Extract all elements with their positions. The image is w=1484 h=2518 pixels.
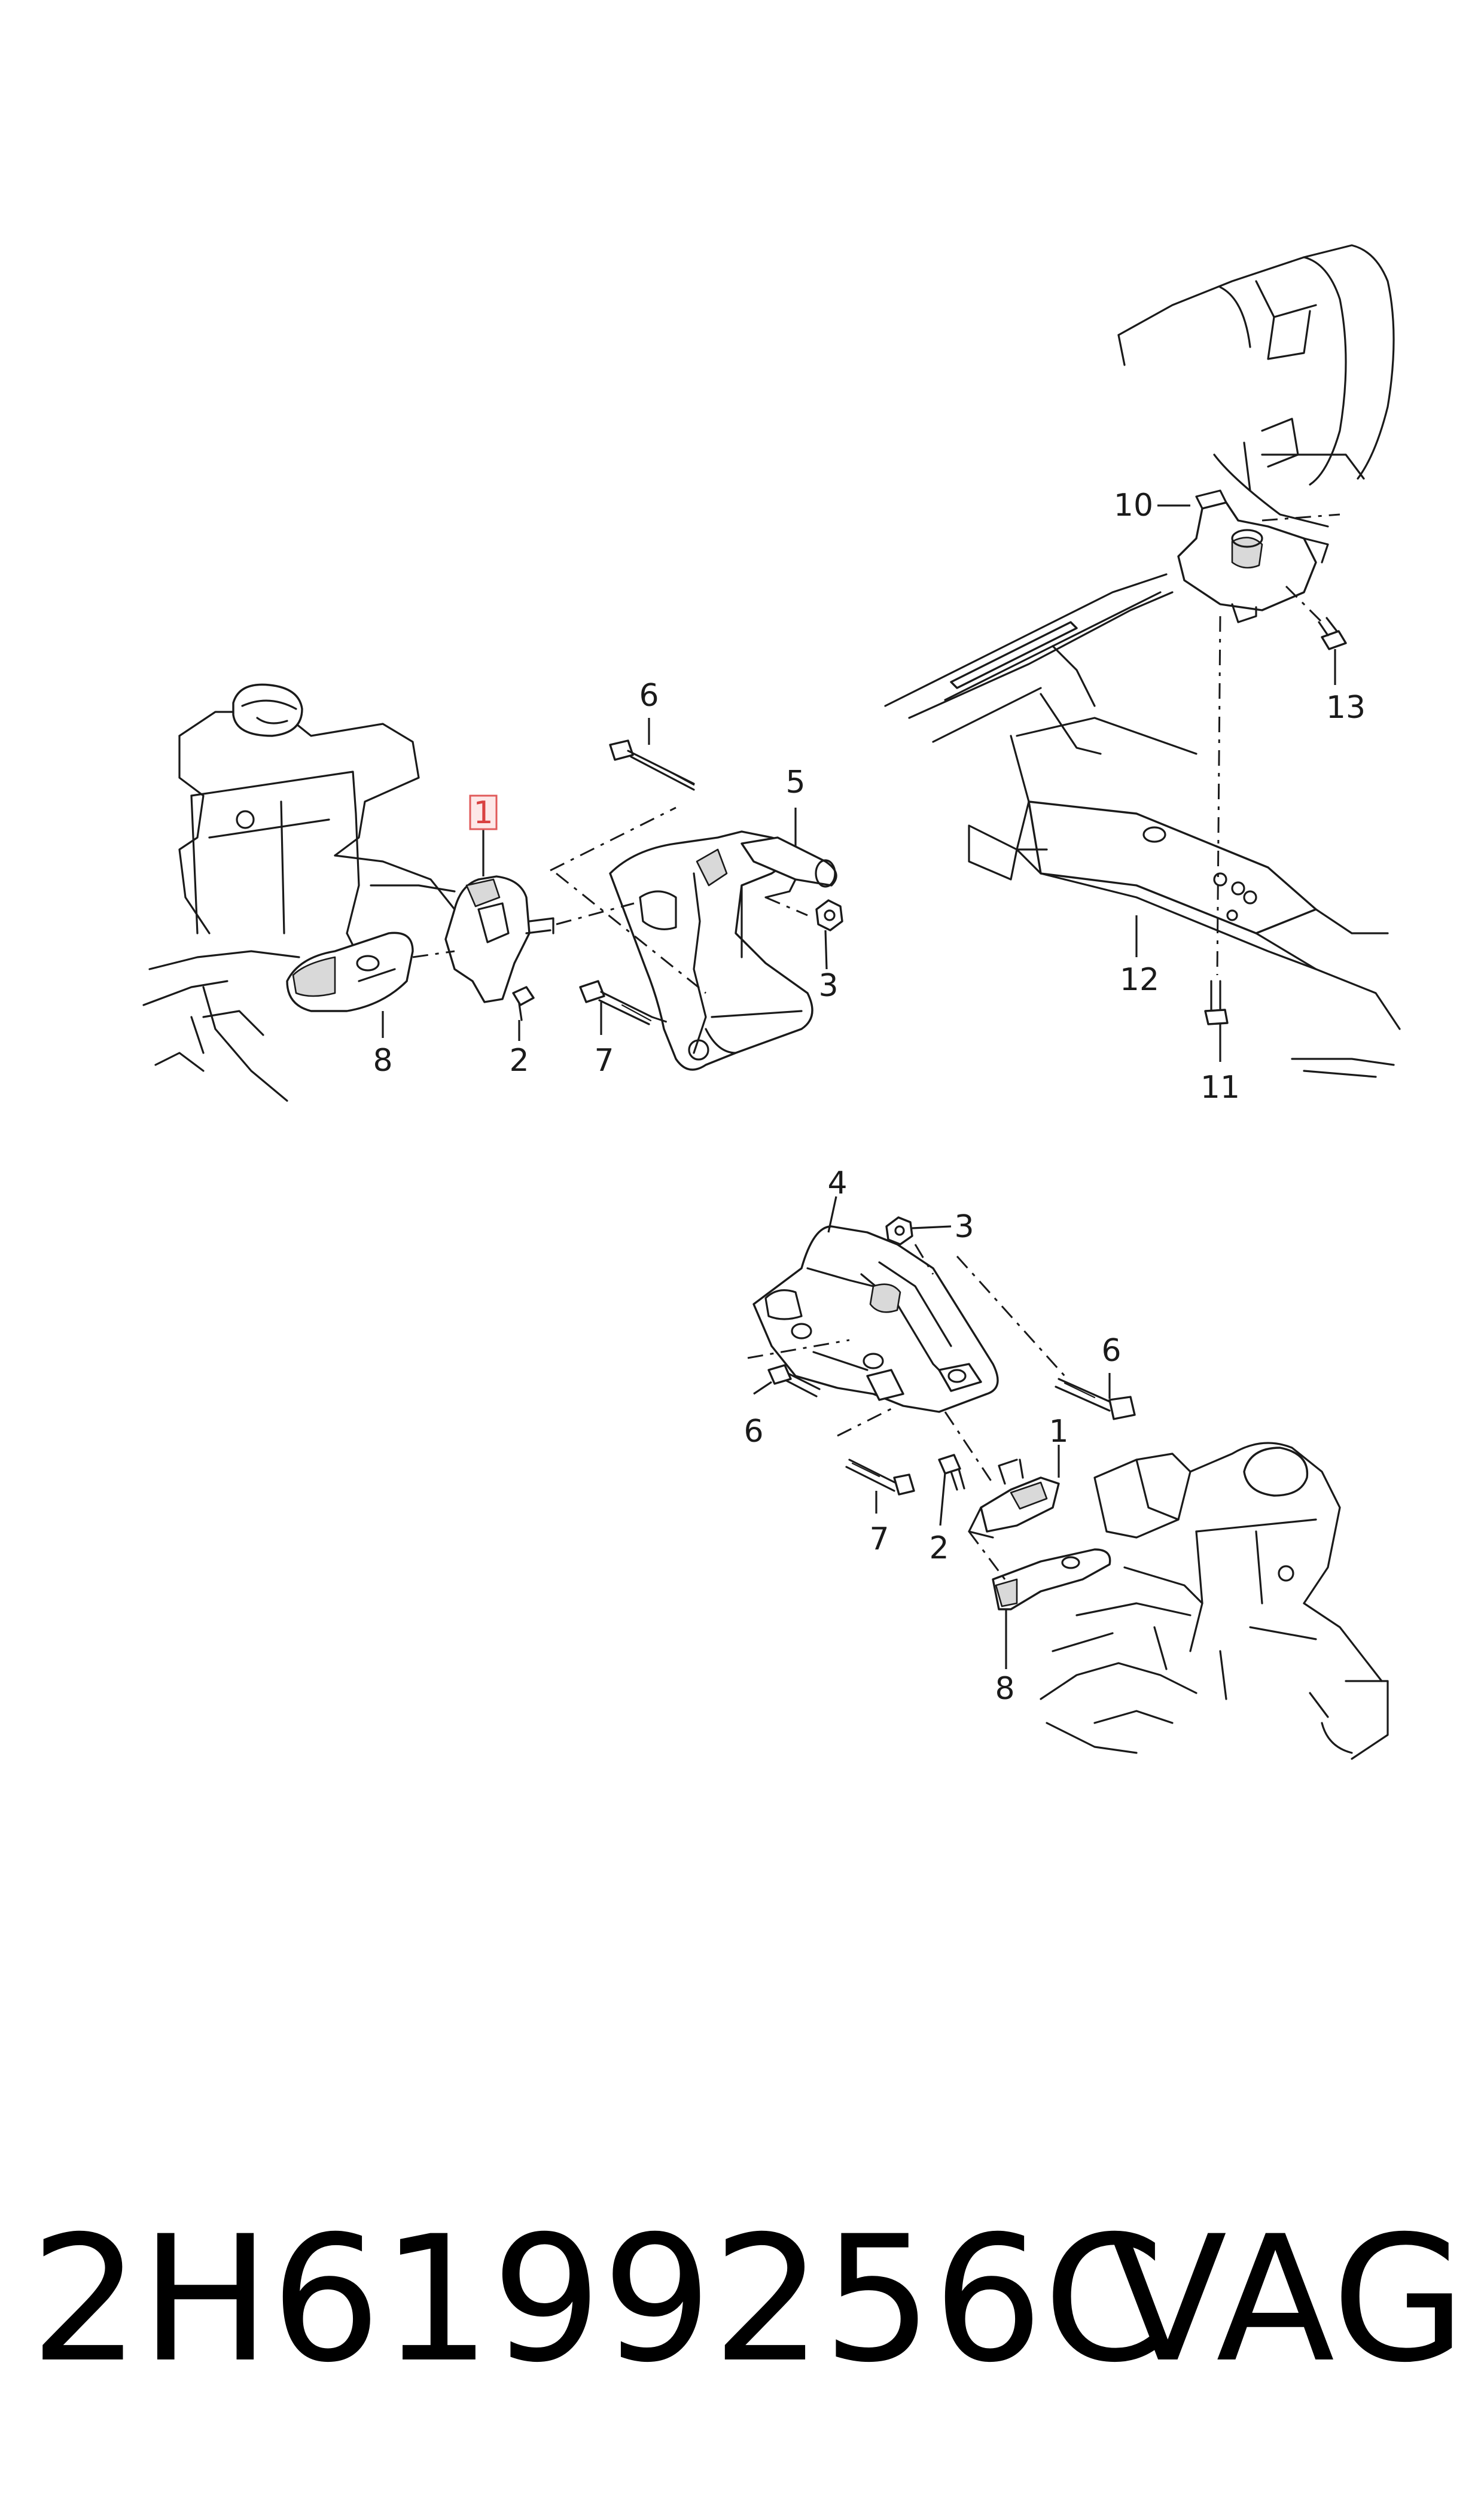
part-8-bracket-lower [992, 1548, 1111, 1610]
callout-2[interactable]: 2 [509, 1043, 529, 1079]
part-2-bolt-small [512, 986, 535, 1021]
part-2-bolt-lower [938, 1454, 965, 1491]
part-13-bolt [1318, 617, 1347, 650]
highlight-box-part-1 [469, 794, 498, 830]
callout-3-lower[interactable]: 3 [954, 1209, 974, 1245]
callout-12[interactable]: 12 [1120, 962, 1159, 998]
callout-8[interactable]: 8 [373, 1043, 392, 1079]
part-1-engine-mount [444, 875, 554, 1003]
callout-3[interactable]: 3 [818, 968, 838, 1004]
callout-leaders [382, 504, 1336, 1669]
part-10-transmission-mount [1177, 489, 1329, 623]
part-6-bolt-lower-right [1055, 1378, 1136, 1420]
callout-1-lower[interactable]: 1 [1049, 1414, 1068, 1450]
callout-1-highlighted[interactable]: 1 [473, 795, 493, 831]
callout-6-lower-left[interactable]: 6 [743, 1414, 763, 1450]
part-3-nut-lower [885, 1216, 913, 1246]
callout-7[interactable]: 7 [594, 1043, 614, 1079]
upper-left-alignment-lines [412, 806, 808, 1024]
upper-right-assembly [884, 244, 1401, 1078]
callout-2-lower[interactable]: 2 [929, 1530, 949, 1566]
callout-7-lower[interactable]: 7 [869, 1521, 889, 1557]
lower-right-chassis [1040, 1442, 1389, 1760]
part-7-bolt-lower [845, 1459, 915, 1496]
callout-6[interactable]: 6 [639, 678, 659, 714]
lower-assembly [747, 1216, 1389, 1760]
callout-6-lower-right[interactable]: 6 [1101, 1333, 1121, 1369]
callout-labels: 1 2 3 5 6 7 8 10 11 12 13 4 3 6 6 1 7 2 … [373, 488, 1366, 1707]
part-1-mount-lower [968, 1459, 1060, 1539]
part-6-bolt-lower-left [767, 1364, 821, 1397]
lower-alignment-lines [747, 1244, 1066, 1580]
callout-5[interactable]: 5 [785, 765, 805, 800]
part-11-bolt [1204, 980, 1229, 1025]
part-number: 2H6199256C [30, 2199, 1165, 2401]
callout-8-lower[interactable]: 8 [995, 1671, 1014, 1707]
left-chassis-structure [142, 683, 456, 1102]
part-5-large-bracket [609, 830, 837, 1071]
callout-4[interactable]: 4 [827, 1165, 847, 1201]
part-6-bolt-upper [609, 739, 695, 791]
part-3-nut-upper [815, 899, 843, 931]
transmission-housing [1117, 244, 1395, 528]
brand-name: VAG [1108, 2199, 1466, 2401]
part-4-bracket [752, 1225, 999, 1413]
upper-left-assembly [142, 683, 843, 1102]
callout-11[interactable]: 11 [1200, 1070, 1240, 1106]
callout-10[interactable]: 10 [1114, 488, 1153, 523]
callout-13[interactable]: 13 [1326, 690, 1366, 726]
part-8-bracket [286, 931, 414, 1012]
crossmember-rail [884, 573, 1401, 1078]
upper-right-alignment-lines [1216, 513, 1340, 976]
part-7-bolt-lower [579, 980, 653, 1025]
